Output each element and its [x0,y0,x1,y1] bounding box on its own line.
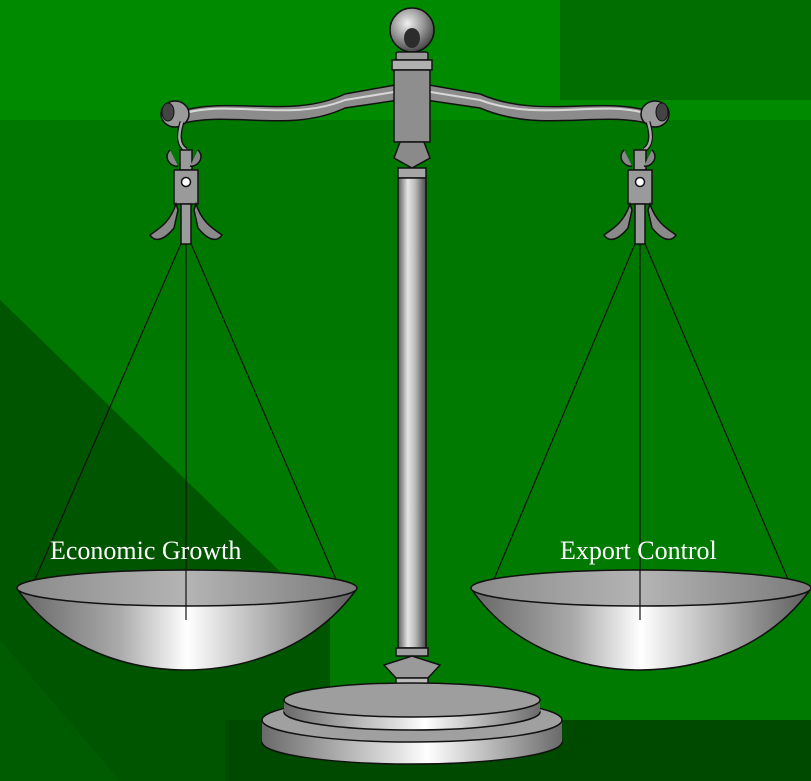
scale-base [261,682,563,765]
right-pan-label: Export Control [560,536,717,565]
left-pan-label: Economic Growth [50,536,242,565]
right-hanger [602,121,678,245]
right-pan [470,569,811,671]
left-pan-strings [32,231,339,620]
scale-column [382,7,442,689]
left-hanger [148,121,224,245]
right-pan-strings [491,231,791,620]
left-pan [16,569,358,671]
